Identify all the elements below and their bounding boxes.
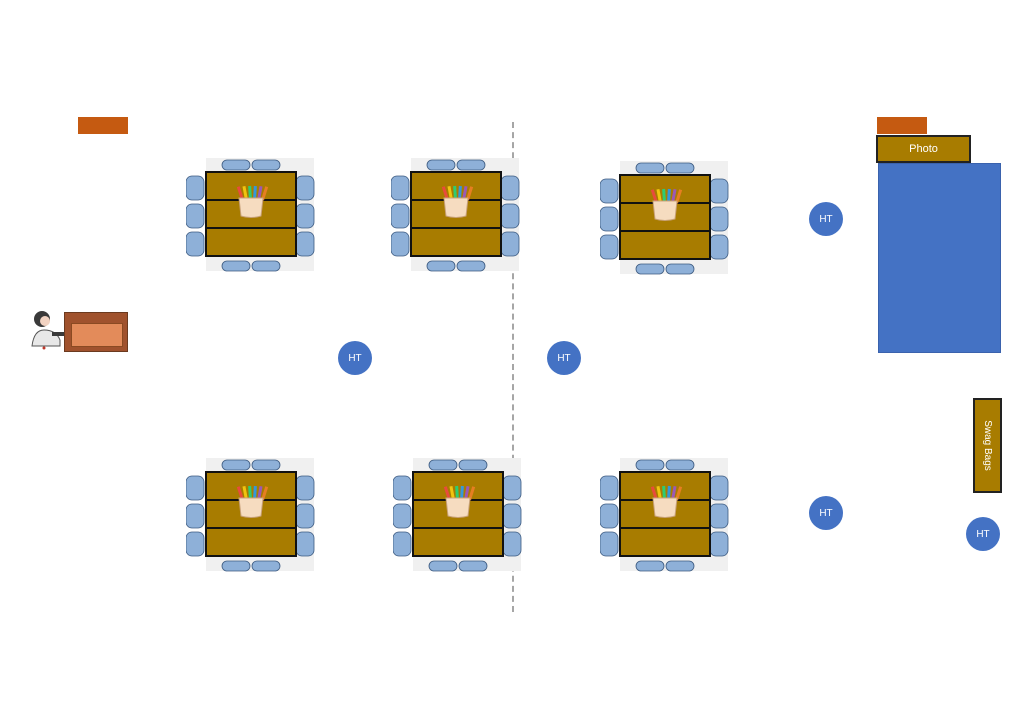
photo-area: [878, 163, 1001, 353]
chair-icon: [709, 234, 729, 260]
table: [205, 227, 297, 257]
chair-icon: [500, 231, 520, 257]
table: [412, 527, 504, 557]
chair-icon: [635, 459, 665, 471]
chair-icon: [502, 475, 522, 501]
chair-icon: [600, 475, 619, 501]
chair-icon: [665, 560, 695, 572]
chair-icon: [221, 560, 251, 572]
swag-bags-table: Swag Bags: [973, 398, 1002, 493]
table-cluster: [391, 158, 520, 272]
chair-icon: [709, 206, 729, 232]
chair-icon: [458, 560, 488, 572]
chair-icon: [393, 531, 412, 557]
chair-icon: [709, 475, 729, 501]
chair-icon: [709, 503, 729, 529]
table: [619, 230, 711, 260]
chair-icon: [600, 503, 619, 529]
table: [205, 527, 297, 557]
chair-icon: [600, 206, 619, 232]
chair-icon: [393, 475, 412, 501]
chair-icon: [186, 531, 205, 557]
pencil-cup-icon: [650, 188, 683, 221]
chair-icon: [391, 175, 410, 201]
pencil-cup-icon: [650, 485, 683, 518]
chair-icon: [428, 459, 458, 471]
chair-icon: [426, 159, 456, 171]
chair-icon: [186, 475, 205, 501]
chair-icon: [295, 231, 315, 257]
chair-icon: [221, 159, 251, 171]
chair-icon: [186, 231, 205, 257]
chair-icon: [295, 475, 315, 501]
chair-icon: [221, 260, 251, 272]
orange-bar-left: [78, 117, 128, 134]
chair-icon: [295, 503, 315, 529]
chair-icon: [502, 503, 522, 529]
table-cluster: [600, 161, 729, 275]
chair-icon: [600, 178, 619, 204]
table-cluster: [600, 458, 729, 572]
orange-bar-right: [877, 117, 927, 134]
chair-icon: [502, 531, 522, 557]
chair-icon: [458, 459, 488, 471]
chair-icon: [251, 560, 281, 572]
chair-icon: [428, 560, 458, 572]
chair-icon: [251, 459, 281, 471]
chair-icon: [251, 260, 281, 272]
chair-icon: [665, 263, 695, 275]
ht-marker: HT: [809, 496, 843, 530]
pencil-cup-icon: [441, 185, 474, 218]
table: [410, 227, 502, 257]
ht-marker: HT: [809, 202, 843, 236]
speaker-icon: [31, 311, 66, 350]
photo-label: Photo: [876, 135, 971, 163]
chair-icon: [665, 162, 695, 174]
chair-icon: [221, 459, 251, 471]
chair-icon: [665, 459, 695, 471]
table: [619, 527, 711, 557]
chair-icon: [709, 531, 729, 557]
ht-marker: HT: [547, 341, 581, 375]
chair-icon: [391, 203, 410, 229]
chair-icon: [186, 503, 205, 529]
chair-icon: [456, 260, 486, 272]
chair-icon: [186, 203, 205, 229]
chair-icon: [600, 531, 619, 557]
room-divider: [512, 122, 514, 612]
pencil-cup-icon: [236, 485, 269, 518]
podium-top: [71, 323, 123, 347]
table-cluster: [186, 158, 315, 272]
ht-marker: HT: [338, 341, 372, 375]
chair-icon: [635, 263, 665, 275]
chair-icon: [456, 159, 486, 171]
table-cluster: [393, 458, 522, 572]
chair-icon: [500, 203, 520, 229]
chair-icon: [500, 175, 520, 201]
pencil-cup-icon: [443, 485, 476, 518]
chair-icon: [393, 503, 412, 529]
chair-icon: [635, 162, 665, 174]
chair-icon: [295, 203, 315, 229]
table-cluster: [186, 458, 315, 572]
chair-icon: [186, 175, 205, 201]
chair-icon: [295, 175, 315, 201]
chair-icon: [426, 260, 456, 272]
podium-icon: [64, 312, 128, 352]
chair-icon: [391, 231, 410, 257]
chair-icon: [709, 178, 729, 204]
pencil-cup-icon: [236, 185, 269, 218]
swag-bags-label: Swag Bags: [982, 420, 993, 471]
ht-marker: HT: [966, 517, 1000, 551]
chair-icon: [635, 560, 665, 572]
chair-icon: [295, 531, 315, 557]
chair-icon: [600, 234, 619, 260]
chair-icon: [251, 159, 281, 171]
